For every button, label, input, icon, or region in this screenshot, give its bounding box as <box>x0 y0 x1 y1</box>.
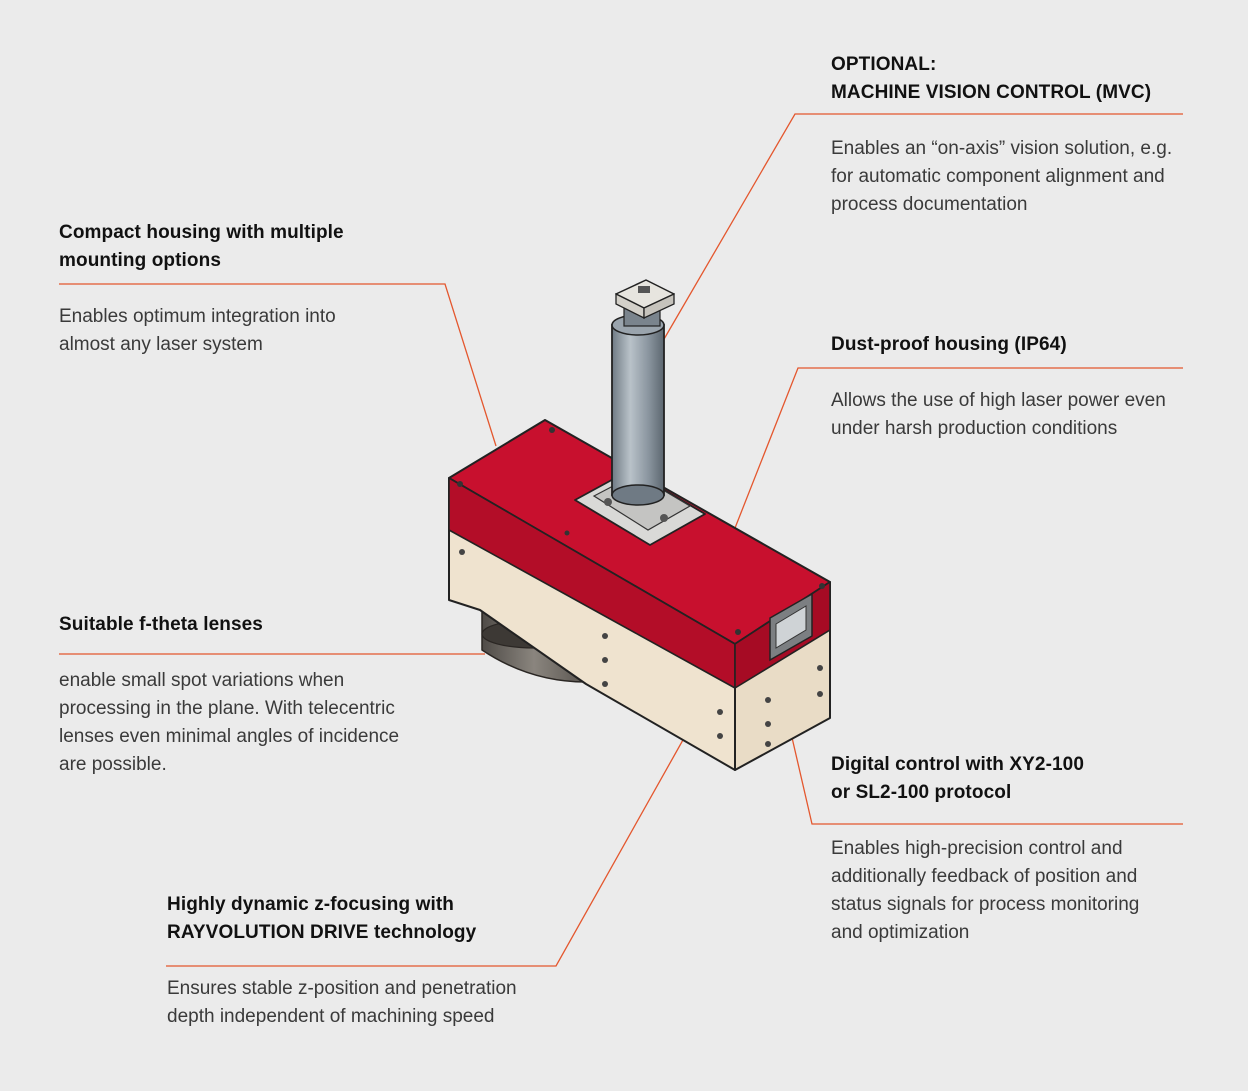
leader-line-dust <box>734 367 1183 529</box>
callout-housing-text: Enables optimum integration into almost … <box>59 303 459 359</box>
connector-port <box>769 592 813 662</box>
callout-housing: Compact housing with multiple mounting o… <box>59 219 459 359</box>
heading-line: RAYVOLUTION DRIVE technology <box>167 922 477 943</box>
leader-line-zfocus <box>166 730 689 967</box>
callout-mvc-heading: OPTIONAL: MACHINE VISION CONTROL (MVC) <box>831 51 1231 107</box>
leader-line-housing <box>59 283 497 447</box>
callout-ftheta: Suitable f-theta lenses enable small spo… <box>59 611 479 779</box>
callout-zfocus: Highly dynamic z-focusing with RAYVOLUTI… <box>167 891 587 1031</box>
callout-ftheta-text: enable small spot variations when proces… <box>59 667 479 779</box>
text-line: Ensures stable z-position and penetratio… <box>167 978 517 999</box>
text-line: are possible. <box>59 754 167 775</box>
text-line: processing in the plane. With telecentri… <box>59 698 395 719</box>
callout-mvc: OPTIONAL: MACHINE VISION CONTROL (MVC) E… <box>831 51 1231 219</box>
text-line: for automatic component alignment and <box>831 166 1165 187</box>
heading-line: Highly dynamic z-focusing with <box>167 894 454 915</box>
heading-line: Dust-proof housing (IP64) <box>831 334 1067 355</box>
heading-line: or SL2-100 protocol <box>831 782 1012 803</box>
text-line: under harsh production conditions <box>831 418 1118 439</box>
heading-line: mounting options <box>59 250 222 271</box>
text-line: enable small spot variations when <box>59 670 345 691</box>
callout-ftheta-heading: Suitable f-theta lenses <box>59 611 479 639</box>
heading-line: Compact housing with multiple <box>59 222 344 243</box>
callout-digital-text: Enables high-precision control and addit… <box>831 835 1231 947</box>
heading-line: Suitable f-theta lenses <box>59 614 263 635</box>
leader-line-mvc <box>659 113 1183 347</box>
text-line: additionally feedback of position and <box>831 866 1138 887</box>
text-line: Enables optimum integration into <box>59 306 336 327</box>
callout-dust: Dust-proof housing (IP64) Allows the use… <box>831 331 1231 443</box>
text-line: Enables an “on-axis” vision solution, e.… <box>831 138 1173 159</box>
text-line: lenses even minimal angles of incidence <box>59 726 400 747</box>
text-line: and optimization <box>831 922 970 943</box>
text-line: almost any laser system <box>59 334 263 355</box>
vision-camera-tube <box>611 279 675 506</box>
text-line: depth independent of machining speed <box>167 1006 495 1027</box>
callout-digital: Digital control with XY2-100 or SL2-100 … <box>831 751 1231 947</box>
callout-housing-heading: Compact housing with multiple mounting o… <box>59 219 459 275</box>
callout-zfocus-text: Ensures stable z-position and penetratio… <box>167 975 587 1031</box>
callout-digital-heading: Digital control with XY2-100 or SL2-100 … <box>831 751 1231 807</box>
heading-line: MACHINE VISION CONTROL (MVC) <box>831 82 1152 103</box>
callout-zfocus-heading: Highly dynamic z-focusing with RAYVOLUTI… <box>167 891 587 947</box>
text-line: Enables high-precision control and <box>831 838 1123 859</box>
text-line: process documentation <box>831 194 1028 215</box>
callout-dust-heading: Dust-proof housing (IP64) <box>831 331 1231 359</box>
callout-mvc-text: Enables an “on-axis” vision solution, e.… <box>831 135 1231 219</box>
callout-dust-text: Allows the use of high laser power even … <box>831 387 1231 443</box>
text-line: status signals for process monitoring <box>831 894 1140 915</box>
heading-line: Digital control with XY2-100 <box>831 754 1085 775</box>
heading-line: OPTIONAL: <box>831 54 937 75</box>
text-line: Allows the use of high laser power even <box>831 390 1166 411</box>
